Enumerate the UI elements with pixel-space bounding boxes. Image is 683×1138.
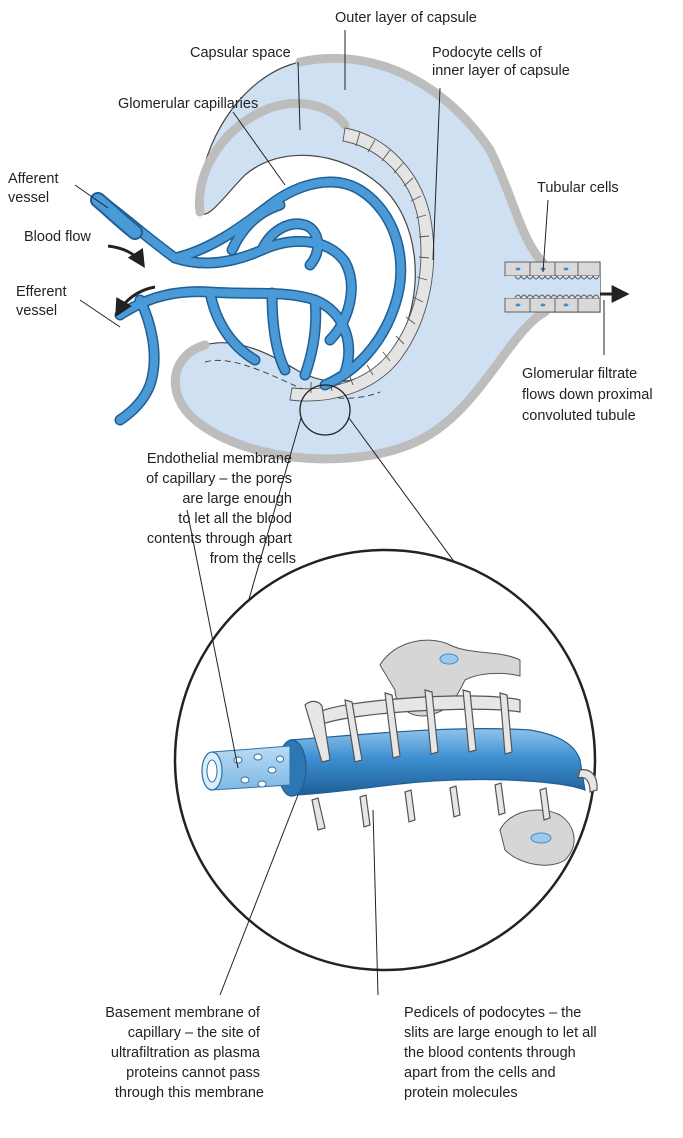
blood-flow-arrow (108, 246, 143, 265)
label-endothelial: Endothelial membrane of capillary – the … (146, 451, 296, 567)
label-efferent: Efferent vessel (16, 284, 71, 319)
label-tubular-cells: Tubular cells (537, 180, 619, 196)
label-afferent: Afferent vessel (8, 171, 63, 206)
label-filtrate: Glomerular filtrate flows down proximal … (522, 366, 657, 424)
label-capsular-space: Capsular space (190, 45, 291, 61)
label-glomerular-capillaries: Glomerular capillaries (118, 96, 258, 112)
endothelial-tube (212, 746, 290, 790)
label-outer-layer: Outer layer of capsule (335, 10, 477, 26)
label-podocyte: Podocyte cells of inner layer of capsule (432, 45, 570, 79)
proximal-tubule (505, 262, 600, 312)
label-blood-flow: Blood flow (24, 229, 91, 245)
label-basement: Basement membrane of capillary – the sit… (105, 1005, 264, 1101)
label-pedicels: Pedicels of podocytes – the slits are la… (404, 1005, 601, 1101)
